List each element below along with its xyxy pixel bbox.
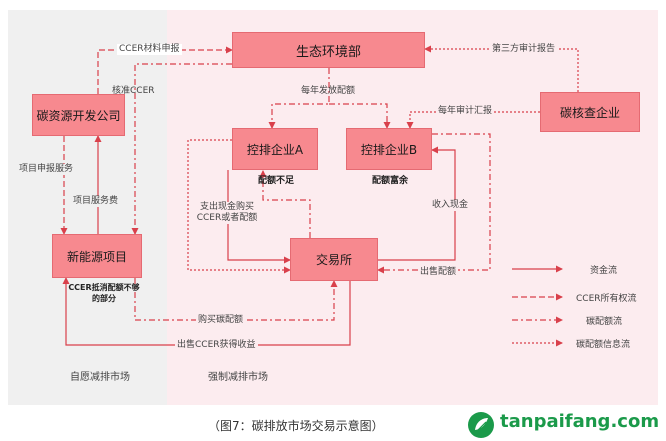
market-mandatory: 强制减排市场 bbox=[208, 372, 268, 383]
label-project-application: 项目申报服务 bbox=[18, 164, 75, 175]
label-third-party-audit: 第三方审计报告 bbox=[490, 44, 558, 55]
label-annual-allocation: 每年发放配额 bbox=[301, 86, 356, 96]
arrow-sell-allowance bbox=[377, 133, 491, 274]
arrow-buy-allowance bbox=[134, 278, 338, 321]
node-firm-b: 控排企业B bbox=[346, 128, 432, 170]
label-sell-ccer: 出售CCER获得收益 bbox=[175, 340, 258, 351]
market-voluntary: 自愿减排市场 bbox=[70, 372, 130, 383]
arrow-annual-audit bbox=[406, 111, 540, 129]
legend-allowance: 碳配额流 bbox=[586, 317, 623, 327]
node-carbon-dev: 碳资源开发公司 bbox=[32, 94, 125, 136]
label-buy-allowance: 购买碳配额 bbox=[196, 315, 246, 326]
node-env-dept: 生态环境部 bbox=[232, 32, 425, 68]
note-new-energy: CCER抵消配额不够的部分 bbox=[68, 283, 140, 303]
legend-capital: 资金流 bbox=[590, 266, 618, 276]
arrow-ccer-materials bbox=[97, 46, 233, 94]
label-receive-cash: 收入现金 bbox=[430, 200, 471, 211]
node-firm-a: 控排企业A bbox=[232, 128, 318, 170]
legend-ccer-ownership: CCER所有权流 bbox=[576, 294, 637, 304]
arrow-allocation-b bbox=[329, 103, 391, 129]
arrow-info-a bbox=[187, 139, 291, 274]
arrow-third-party-audit bbox=[424, 45, 579, 92]
node-verifier: 碳核查企业 bbox=[540, 92, 640, 132]
label-approve-ccer: 核准CCER bbox=[112, 86, 155, 96]
label-ccer-materials: CCER材料申报 bbox=[117, 44, 182, 55]
label-pay-cash: 支出现金购买CCER或者配额 bbox=[196, 202, 258, 224]
voluntary-market-panel bbox=[8, 10, 167, 405]
note-firm-a: 配额不足 bbox=[258, 176, 295, 186]
note-firm-b: 配额富余 bbox=[372, 176, 409, 186]
label-annual-audit: 每年审计汇报 bbox=[436, 106, 495, 117]
label-project-fee: 项目服务费 bbox=[72, 196, 120, 207]
arrow-approve-ccer bbox=[131, 63, 232, 235]
label-sell-allowance: 出售配额 bbox=[418, 267, 459, 278]
figure-caption: （图7：碳排放市场交易示意图） bbox=[208, 419, 384, 433]
legend-allowance-info: 碳配额信息流 bbox=[576, 340, 631, 350]
arrow-allowance-to-a bbox=[259, 170, 311, 238]
tanpaifang-logo-icon bbox=[468, 412, 494, 438]
arrow-pay-cash bbox=[227, 170, 291, 264]
node-new-energy: 新能源项目 bbox=[52, 234, 142, 278]
watermark-text: tanpaifang.com bbox=[500, 411, 660, 432]
node-exchange: 交易所 bbox=[290, 238, 378, 281]
arrow-allocation-a bbox=[268, 68, 330, 129]
